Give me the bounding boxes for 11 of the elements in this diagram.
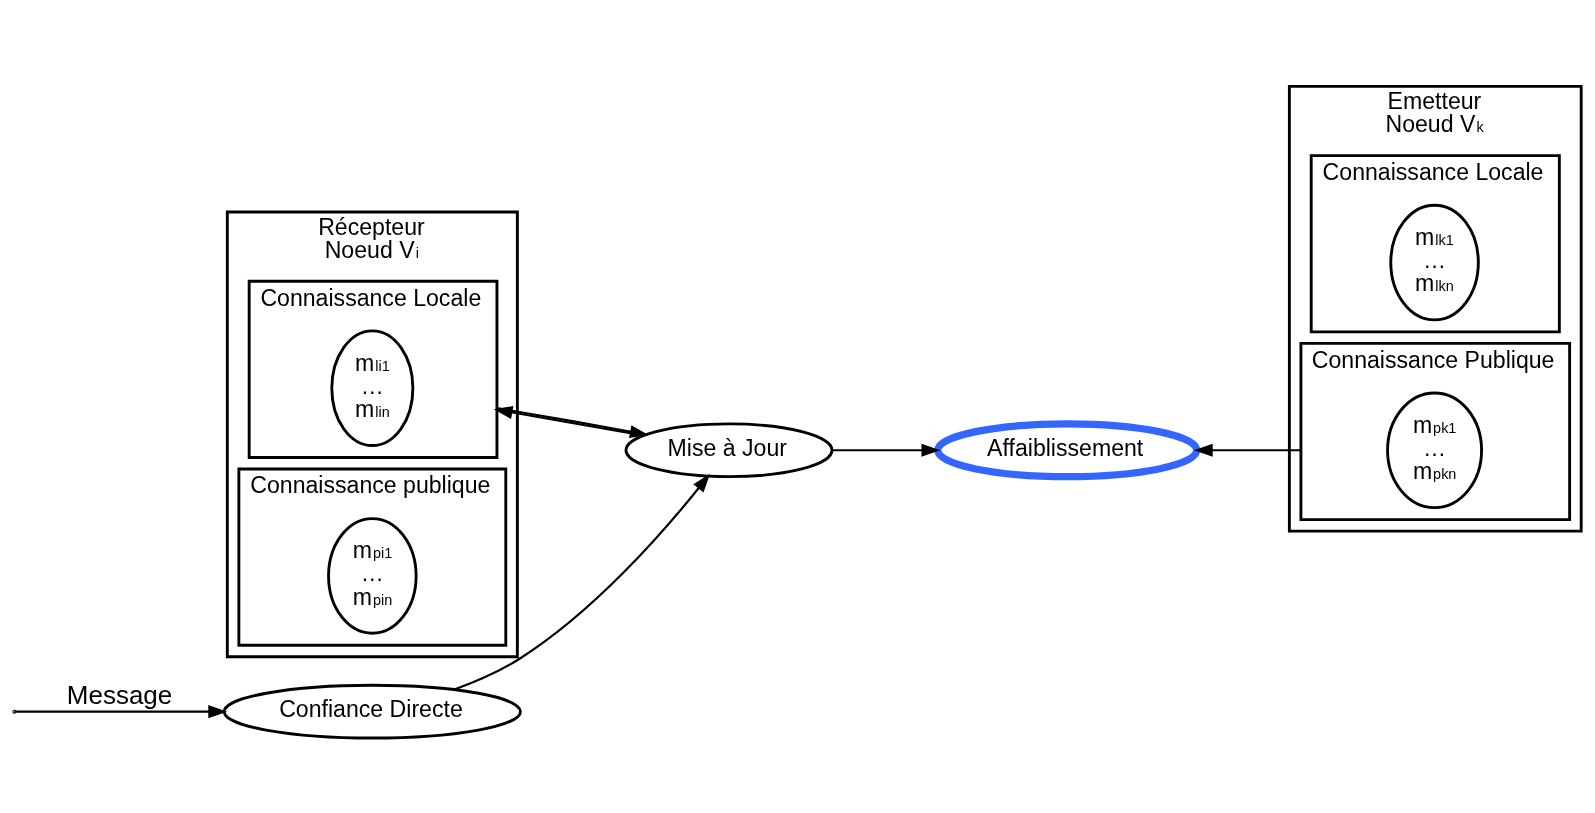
edge-label: Message <box>66 679 173 710</box>
node-ellipse: Confiance Directe <box>222 683 522 740</box>
node-ellipse: Affaiblissement <box>934 420 1201 481</box>
node-ellipse: mpi1 … mpin <box>327 517 418 635</box>
arrow <box>14 705 228 719</box>
arrow <box>1193 443 1301 457</box>
node-ellipse: mlk1 … mlkn <box>1389 203 1480 322</box>
arrow <box>832 443 941 457</box>
node-ellipse: mli1 … mlin <box>330 329 415 447</box>
node-ellipse: mpk1 … mpkn <box>1386 391 1483 510</box>
arrow <box>454 473 711 691</box>
